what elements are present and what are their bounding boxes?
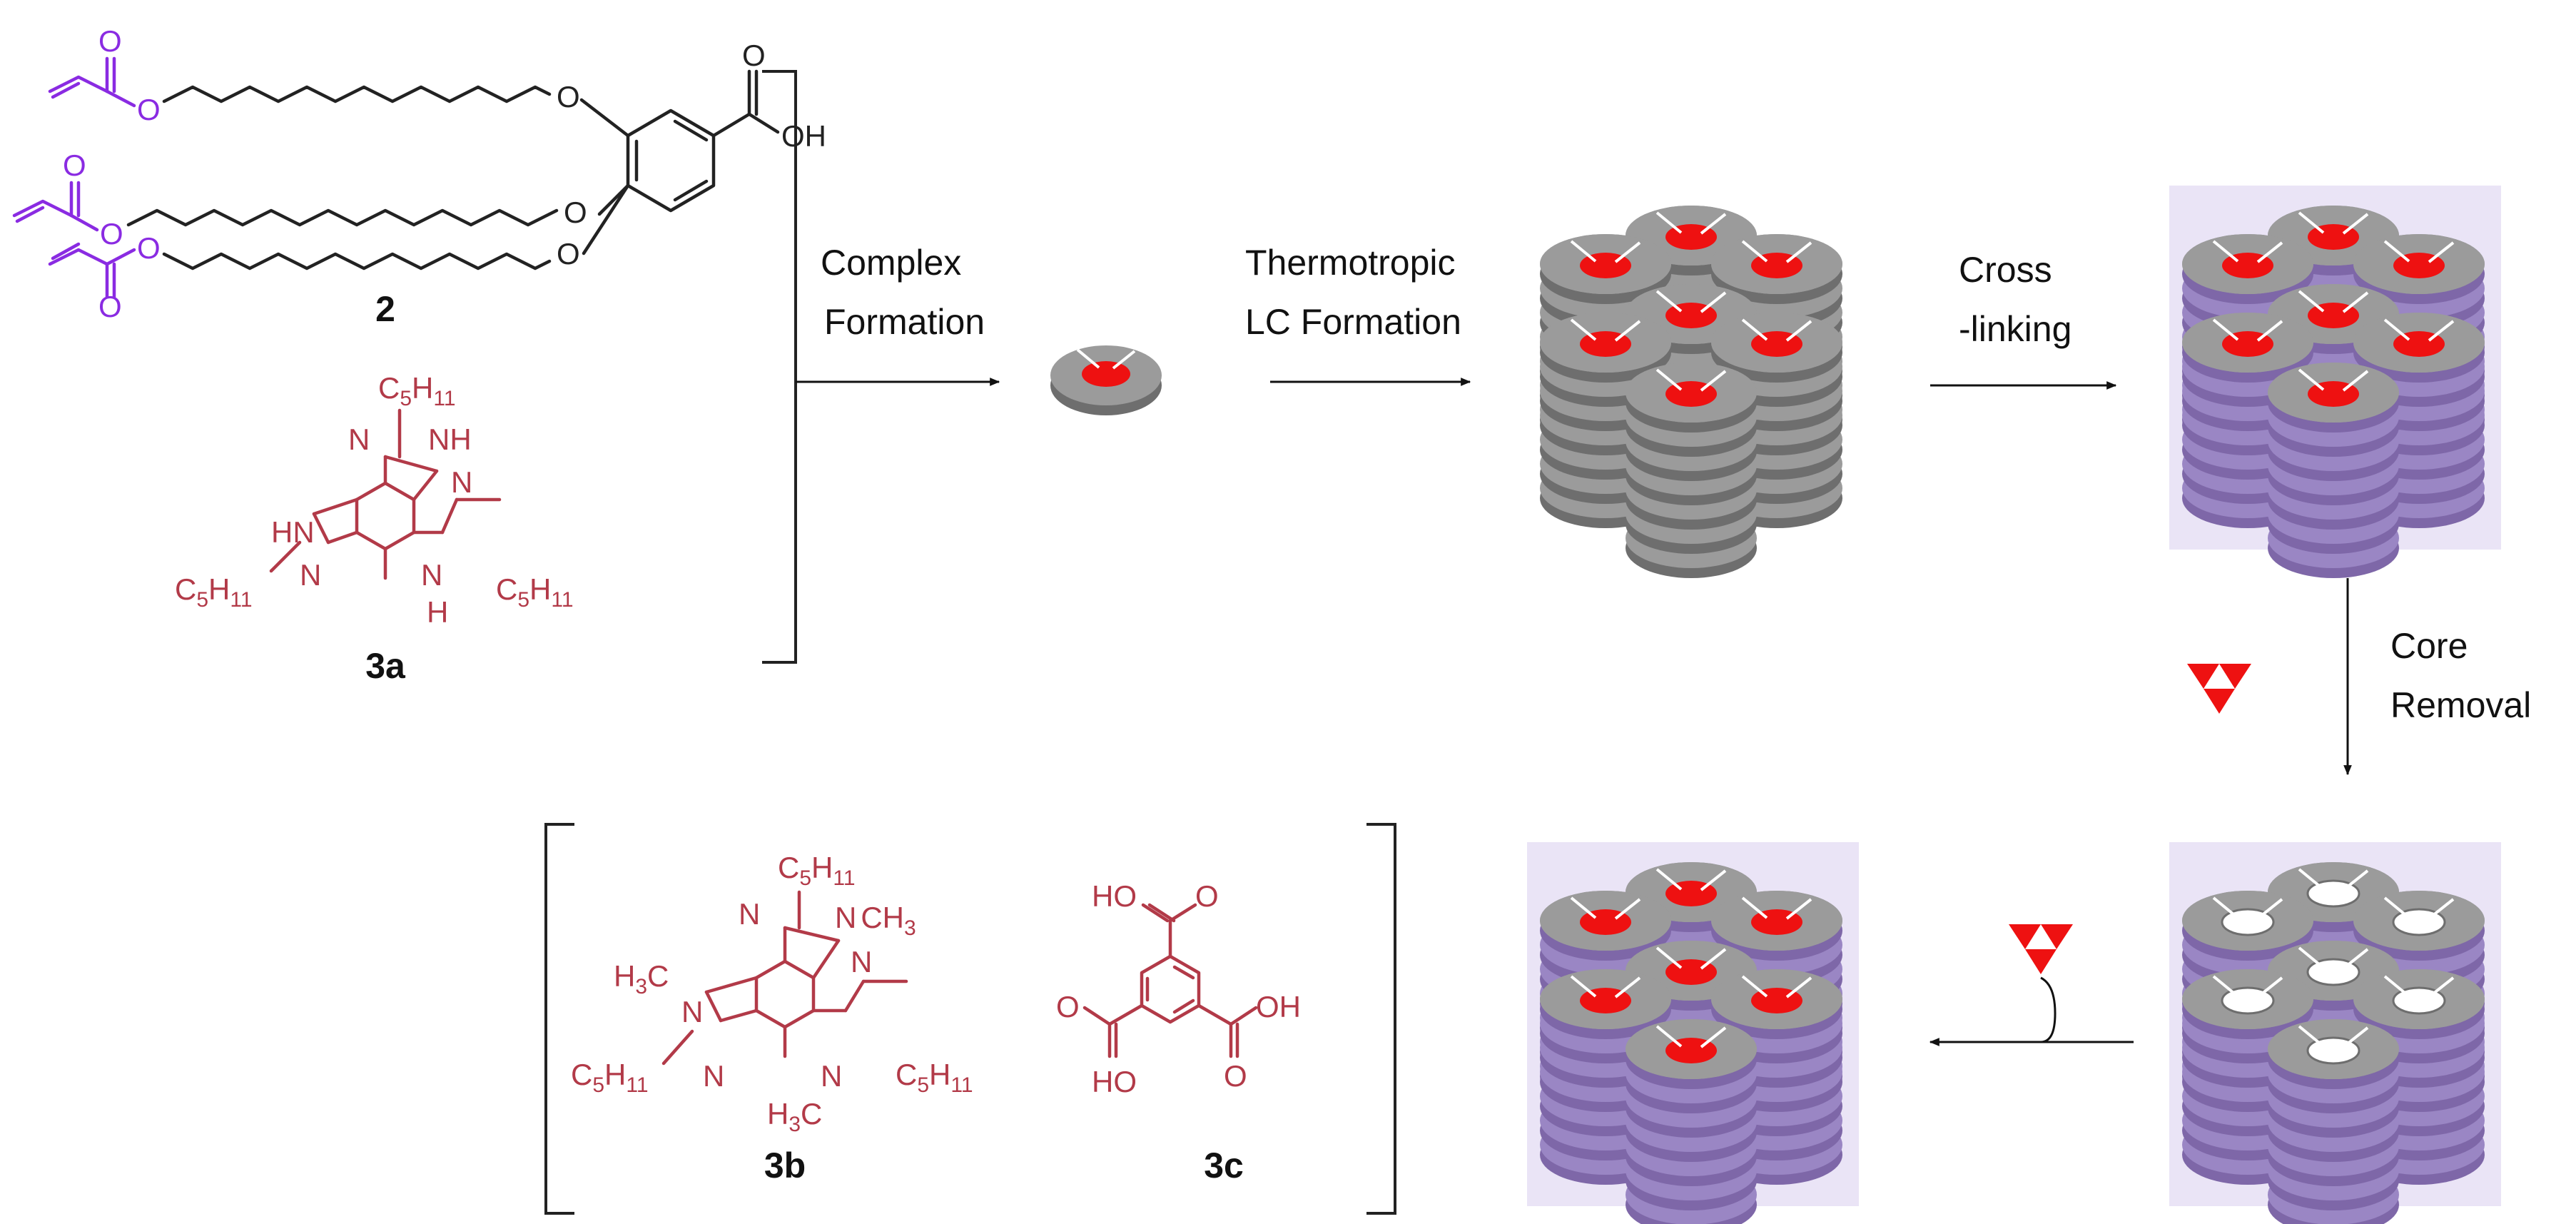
carbonyl-o-1: O [98, 24, 122, 58]
label-compound-2: 2 [375, 289, 395, 329]
3a-pentyl-right: C5H11 [496, 572, 574, 612]
3b-h3c-bottom: H3C [767, 1097, 822, 1136]
ester-o-1: O [137, 93, 161, 126]
compound-3a-structure: N NH HN N N N H C5H11 C5H11 C5H11 3a [175, 371, 574, 686]
compound-3c-structure: HO O OH O O HO 3c [1056, 879, 1301, 1185]
ester-o-2: O [100, 217, 123, 251]
columnar-lc-assembly [1540, 206, 1842, 578]
disk-column [2268, 363, 2399, 578]
disk-column [2268, 1019, 2399, 1224]
3b-pentyl-right: C5H11 [896, 1058, 973, 1097]
empty-porous-assembly [2169, 842, 2501, 1224]
acid-oh: OH [781, 119, 826, 153]
label-compound-3b: 3b [764, 1145, 806, 1185]
3a-h-bottom: H [427, 595, 448, 629]
3a-n-top: N [348, 423, 370, 456]
3c-o-right: O [1224, 1059, 1247, 1093]
3b-n-bottom-left: N [703, 1059, 724, 1093]
3b-h3c-left: H3C [614, 959, 669, 998]
curved-uptake-line [2040, 976, 2130, 1043]
label-compound-3a: 3a [365, 646, 406, 686]
bracket-bottom-right [1366, 823, 1396, 1215]
step-cross-linking-line1: Cross [1959, 250, 2052, 290]
disk-column [1626, 1019, 1757, 1224]
ether-o-top: O [557, 80, 580, 113]
3b-n-right: N [851, 945, 872, 978]
carbonyl-o-3: O [98, 290, 122, 323]
svg-text:C5H11: C5H11 [496, 572, 574, 612]
acid-carbonyl-o: O [742, 39, 766, 72]
ether-o-bottom: O [557, 237, 580, 270]
ester-o-3: O [137, 231, 161, 265]
single-disk-complex [1050, 345, 1162, 415]
svg-text:C5H11: C5H11 [175, 572, 253, 612]
3b-n-left: N [681, 995, 703, 1028]
3a-hn-left: HN [271, 515, 315, 549]
step-core-removal-line2: Removal [2390, 685, 2531, 725]
step-complex-formation-line1: Complex [821, 243, 961, 283]
core-template-icon-right [2187, 664, 2251, 714]
3c-o-left: O [1056, 990, 1080, 1023]
label-compound-3c: 3c [1204, 1145, 1244, 1185]
3a-pentyl-left: C5H11 [175, 572, 253, 612]
step-cross-linking-line2: -linking [1959, 309, 2072, 349]
step-core-removal-line1: Core [2390, 626, 2468, 666]
3c-ho-top: HO [1092, 879, 1137, 913]
refilled-assembly [1527, 842, 1859, 1224]
bracket-bottom-left [544, 823, 574, 1215]
compound-2-structure: O O O O O O O O O O OH 2 [12, 24, 826, 329]
3a-pentyl-top: C5H11 [378, 371, 456, 410]
disk-column [1626, 363, 1757, 578]
3a-n-right: N [451, 465, 472, 499]
3b-pentyl-left: C5H11 [571, 1058, 649, 1097]
core-template-icon-bottom [2009, 924, 2073, 974]
3b-pentyl-top: C5H11 [778, 851, 856, 890]
ether-o-mid: O [564, 196, 587, 229]
crosslinked-assembly [2169, 186, 2501, 578]
3c-o-top: O [1195, 879, 1219, 913]
3a-n-bottom: N [421, 558, 442, 592]
carbonyl-o-2: O [63, 148, 86, 182]
svg-text:C5H11: C5H11 [378, 371, 456, 410]
bracket-top [762, 70, 797, 664]
3a-nh-top: NH [428, 423, 472, 456]
step-thermotropic-line2: LC Formation [1245, 302, 1461, 342]
step-complex-formation-line2: Formation [824, 302, 985, 342]
3a-n-left: N [300, 558, 321, 592]
3b-n-bottom-right: N [821, 1059, 842, 1093]
step-thermotropic-line1: Thermotropic [1245, 243, 1456, 283]
3c-ho-left: HO [1092, 1065, 1137, 1098]
3c-oh-right: OH [1256, 990, 1301, 1023]
3b-n-top: N [739, 897, 760, 931]
